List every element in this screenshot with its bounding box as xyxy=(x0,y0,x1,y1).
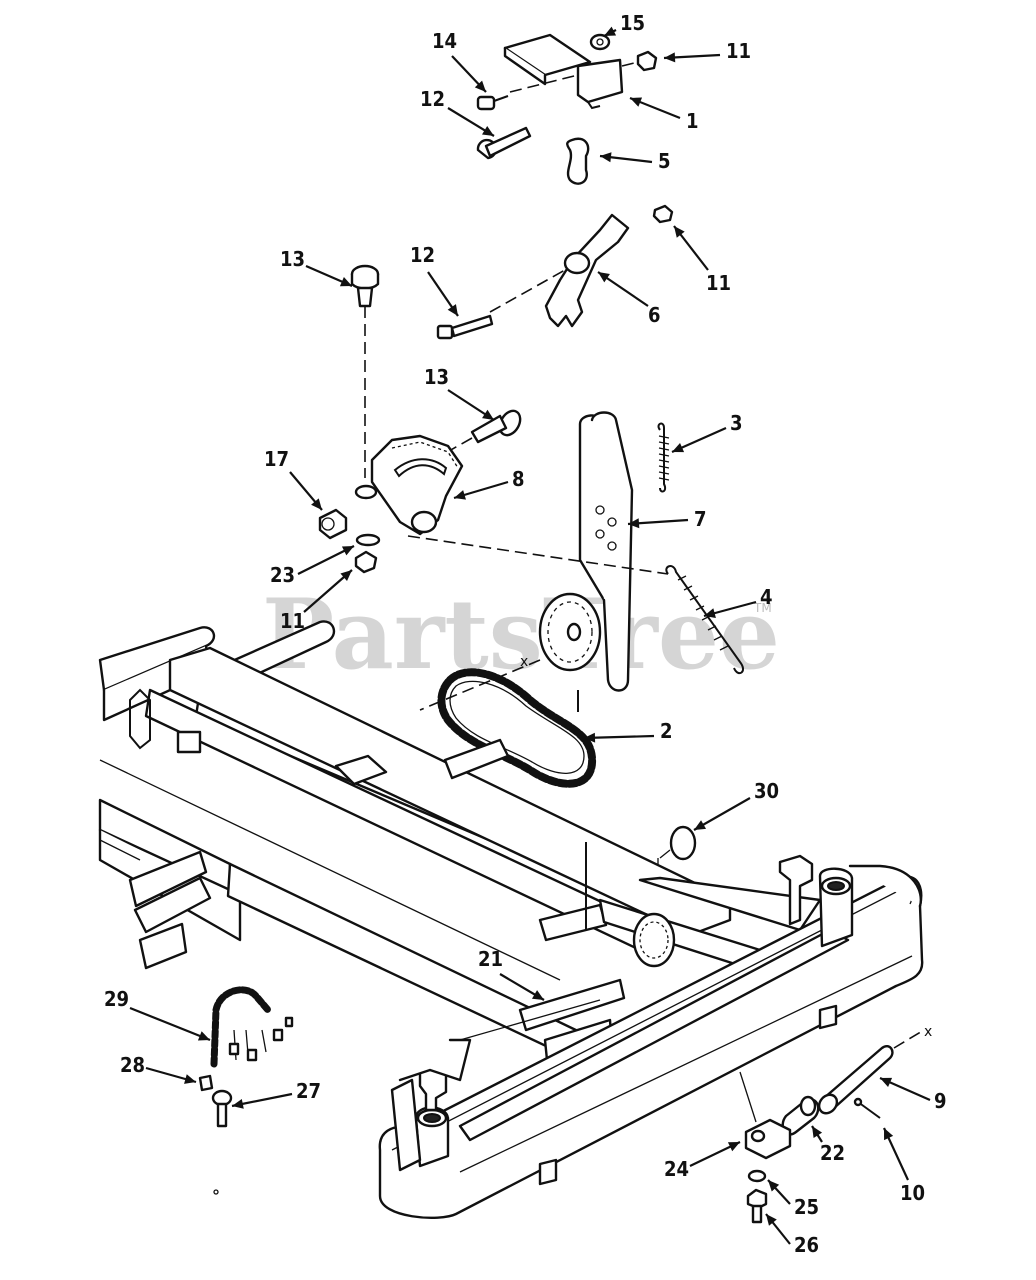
callout-arrowhead xyxy=(531,990,544,1000)
pedal-bracket-part xyxy=(503,33,624,110)
callout-arrowhead xyxy=(672,442,685,453)
callout-arrowhead xyxy=(694,820,707,830)
callout-arrowhead xyxy=(604,26,617,36)
callout-arrowhead xyxy=(630,97,643,107)
callout-arrowhead xyxy=(704,608,716,618)
spring-part-3 xyxy=(657,422,670,493)
bolt-part-14 xyxy=(476,95,509,111)
callout-arrowhead xyxy=(482,409,494,420)
callout-label-13: 13 xyxy=(280,247,305,271)
callout-label-21: 21 xyxy=(478,947,503,971)
callout-arrowhead xyxy=(674,226,685,238)
spring-part-4 xyxy=(407,535,744,675)
callout-label-10: 10 xyxy=(900,1181,925,1205)
callout-label-28: 28 xyxy=(120,1053,145,1077)
callout-label-6: 6 xyxy=(648,303,661,327)
bolt-part-13-vertical xyxy=(350,264,380,478)
callout-label-9: 9 xyxy=(934,1089,947,1113)
clamp-part-24 xyxy=(739,1071,792,1160)
callout-arrowhead xyxy=(812,1126,823,1138)
watermark-trademark: TM xyxy=(753,601,772,615)
callout-arrowhead xyxy=(447,304,458,316)
nut-part-11-lower xyxy=(354,550,378,574)
callout-arrowhead xyxy=(584,732,596,743)
callout-label-2: 2 xyxy=(660,719,673,743)
callout-label-4: 4 xyxy=(760,585,773,609)
callout-leader xyxy=(129,1006,211,1042)
callout-label-3: 3 xyxy=(730,411,743,435)
callouts: 15 14 11 12 15 13 12 11 6 13 3 17 8 7 23 11 4 2 30 21 29 9 28 2… xyxy=(104,11,947,1257)
callout-arrowhead xyxy=(341,546,354,556)
callout-arrowhead xyxy=(766,1214,777,1226)
callout-label-26: 26 xyxy=(794,1233,819,1257)
callout-label-14: 14 xyxy=(432,29,457,53)
watermark-text: PartsTree xyxy=(262,578,780,691)
bolt-part-26 xyxy=(746,1188,768,1224)
callout-label-29: 29 xyxy=(104,987,129,1011)
bolt-part-12-top xyxy=(476,126,532,160)
callout-arrowhead xyxy=(197,1031,210,1041)
callout-arrowhead xyxy=(768,1180,780,1192)
sprocket-lower xyxy=(577,690,676,968)
callout-arrowhead xyxy=(884,1128,894,1141)
callout-arrowhead xyxy=(474,80,486,92)
callout-label-15: 15 xyxy=(620,11,645,35)
callout-arrowhead xyxy=(311,498,322,510)
callout-label-5: 5 xyxy=(658,149,671,173)
cotter-pin-part-10 xyxy=(853,1097,881,1119)
bolt-part-13-angled xyxy=(379,409,522,491)
callout-label-1: 1 xyxy=(686,109,699,133)
callout-arrowhead xyxy=(482,126,494,136)
callout-arrowhead xyxy=(628,518,640,529)
callout-label-7: 7 xyxy=(694,507,707,531)
chain-segment-part-29 xyxy=(210,986,294,1068)
callout-label-22: 22 xyxy=(820,1141,845,1165)
x-mark-lower: x xyxy=(924,1024,932,1040)
frame-assembly xyxy=(98,620,924,1219)
callout-label-8: 8 xyxy=(512,467,525,491)
nut-part-11-mid xyxy=(652,204,674,224)
callout-arrowhead xyxy=(598,272,610,283)
callout-arrowhead xyxy=(232,1098,244,1109)
arm-part-7 xyxy=(578,411,634,692)
callout-arrowhead xyxy=(880,1077,893,1088)
callout-arrowhead xyxy=(339,277,352,287)
x-mark-upper: x xyxy=(520,654,528,670)
callout-label-12: 12 xyxy=(420,87,445,111)
callout-label-13: 13 xyxy=(424,365,449,389)
clip-part-28 xyxy=(198,1074,214,1092)
callout-label-11: 11 xyxy=(706,271,731,295)
callout-arrowhead xyxy=(664,52,676,63)
callout-label-24: 24 xyxy=(664,1157,689,1181)
link-pin-part-27 xyxy=(211,1089,233,1195)
callout-label-17: 17 xyxy=(264,447,289,471)
callout-label-30: 30 xyxy=(754,779,779,803)
callout-leader xyxy=(583,734,655,740)
nut-part-11-top xyxy=(621,50,658,72)
callout-label-25: 25 xyxy=(794,1195,819,1219)
callout-arrowhead xyxy=(184,1074,196,1084)
callout-label-23: 23 xyxy=(270,563,295,587)
callout-arrowhead xyxy=(600,152,612,163)
callout-label-12: 12 xyxy=(410,243,435,267)
watermark: PartsTree TM xyxy=(262,578,780,691)
callout-label-11: 11 xyxy=(726,39,751,63)
callout-label-27: 27 xyxy=(296,1079,321,1103)
callout-arrowhead xyxy=(340,570,352,582)
lever-part-6 xyxy=(489,213,630,328)
callout-label-11: 11 xyxy=(280,609,305,633)
chain-part-2 xyxy=(437,668,597,788)
washer-part-25 xyxy=(747,1169,767,1183)
quadrant-part-8 xyxy=(370,434,464,536)
callout-arrowhead xyxy=(727,1142,740,1152)
link-part-5 xyxy=(566,137,590,185)
bushing-part-17 xyxy=(318,508,348,540)
washer-part-23 xyxy=(354,484,381,547)
callout-arrowhead xyxy=(454,490,466,500)
bolt-part-12-mid xyxy=(436,314,494,340)
washer-part-15 xyxy=(589,33,611,51)
pin-part-9 xyxy=(817,1029,925,1115)
